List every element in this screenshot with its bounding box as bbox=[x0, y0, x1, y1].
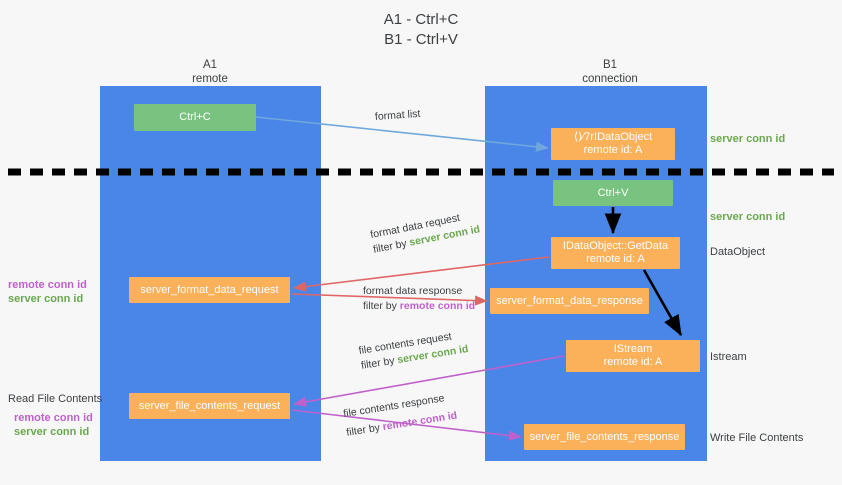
node-server-file-contents-response[interactable]: server_file_contents_response bbox=[524, 424, 685, 450]
node-server-file-contents-response-label: server_file_contents_response bbox=[529, 430, 680, 443]
filter-key-remote-conn-id: remote conn id bbox=[399, 300, 476, 312]
arrow-format-data-response bbox=[291, 293, 488, 306]
node-idataobject-getdata-line2: remote id: A bbox=[586, 253, 645, 265]
annotation-write-file-contents: Write File Contents bbox=[710, 432, 804, 444]
node-server-format-data-response-label: server_format_data_response bbox=[496, 294, 643, 307]
node-istream-line2: remote id: A bbox=[603, 356, 663, 368]
annotation-server-conn-id-1: server conn id bbox=[8, 293, 84, 305]
node-istream-line1: IStream bbox=[613, 343, 653, 355]
arrow-format-data-request bbox=[293, 256, 550, 292]
node-idataobject-getdata[interactable]: IDataObject::GetData remote id: A bbox=[551, 237, 680, 269]
node-istream[interactable]: IStream remote id: A bbox=[566, 340, 700, 372]
node-server-format-data-request-label: server_format_data_request bbox=[140, 283, 279, 296]
node-ctrl-c-label: Ctrl+C bbox=[179, 111, 211, 123]
node-server-format-data-response[interactable]: server_format_data_response bbox=[490, 288, 649, 314]
node-ctrl-v-label: Ctrl+V bbox=[597, 186, 629, 199]
phase-separator-dashed-line bbox=[8, 168, 834, 176]
column-header-b1: B1 connection bbox=[582, 59, 638, 85]
node-server-file-contents-request[interactable]: server_file_contents_request bbox=[129, 393, 290, 419]
annotation-conn-ids-bottom: remote conn id server conn id bbox=[14, 411, 93, 439]
node-ctrl-c[interactable]: Ctrl+C bbox=[134, 104, 256, 131]
annotation-read-file-contents: Read File Contents bbox=[8, 393, 103, 405]
node-server-file-contents-request-label: server_file_contents_request bbox=[138, 399, 281, 412]
node-server-format-data-request[interactable]: server_format_data_request bbox=[129, 277, 290, 303]
edge-label-format-list-text: format list bbox=[374, 107, 421, 123]
column-header-a1: A1 remote bbox=[192, 59, 228, 85]
node-new-idataobject[interactable]: ⟨⟩⁄7rIDataObject remote id: A bbox=[551, 128, 675, 160]
edge-label-format-list: format list bbox=[374, 107, 421, 125]
annotation-server-conn-id-2: server conn id bbox=[14, 426, 90, 438]
arrow-file-contents-response bbox=[291, 409, 522, 441]
annotation-remote-conn-id-1: remote conn id bbox=[8, 279, 87, 291]
node-new-idataobject-line2: remote id: A bbox=[583, 144, 643, 156]
edge-label-format-data-response-filter: filter by remote conn id bbox=[363, 299, 475, 314]
filter-prefix: filter by bbox=[363, 300, 400, 312]
node-ctrl-v[interactable]: Ctrl+V bbox=[553, 180, 673, 206]
edge-label-format-data-response-line1: format data response bbox=[363, 285, 463, 297]
annotation-server-conn-id-mid: server conn id bbox=[710, 211, 786, 223]
node-new-idataobject-line1: ⟨⟩⁄7rIDataObject bbox=[573, 131, 653, 143]
annotation-remote-conn-id-2: remote conn id bbox=[14, 412, 93, 424]
annotation-dataobject: DataObject bbox=[710, 246, 766, 258]
edge-label-format-data-response: format data response filter by remote co… bbox=[363, 284, 475, 314]
annotation-conn-ids-top: remote conn id server conn id bbox=[8, 278, 87, 306]
arrow-format-list bbox=[255, 116, 549, 152]
annotation-server-conn-id-top: server conn id bbox=[710, 133, 786, 145]
arrow-getdata-to-istream bbox=[642, 269, 683, 337]
arrow-file-contents-request bbox=[293, 355, 565, 407]
page-title: A1 - Ctrl+C B1 - Ctrl+V bbox=[383, 11, 459, 48]
annotation-istream: Istream bbox=[710, 351, 747, 363]
node-idataobject-getdata-line1: IDataObject::GetData bbox=[562, 240, 669, 252]
